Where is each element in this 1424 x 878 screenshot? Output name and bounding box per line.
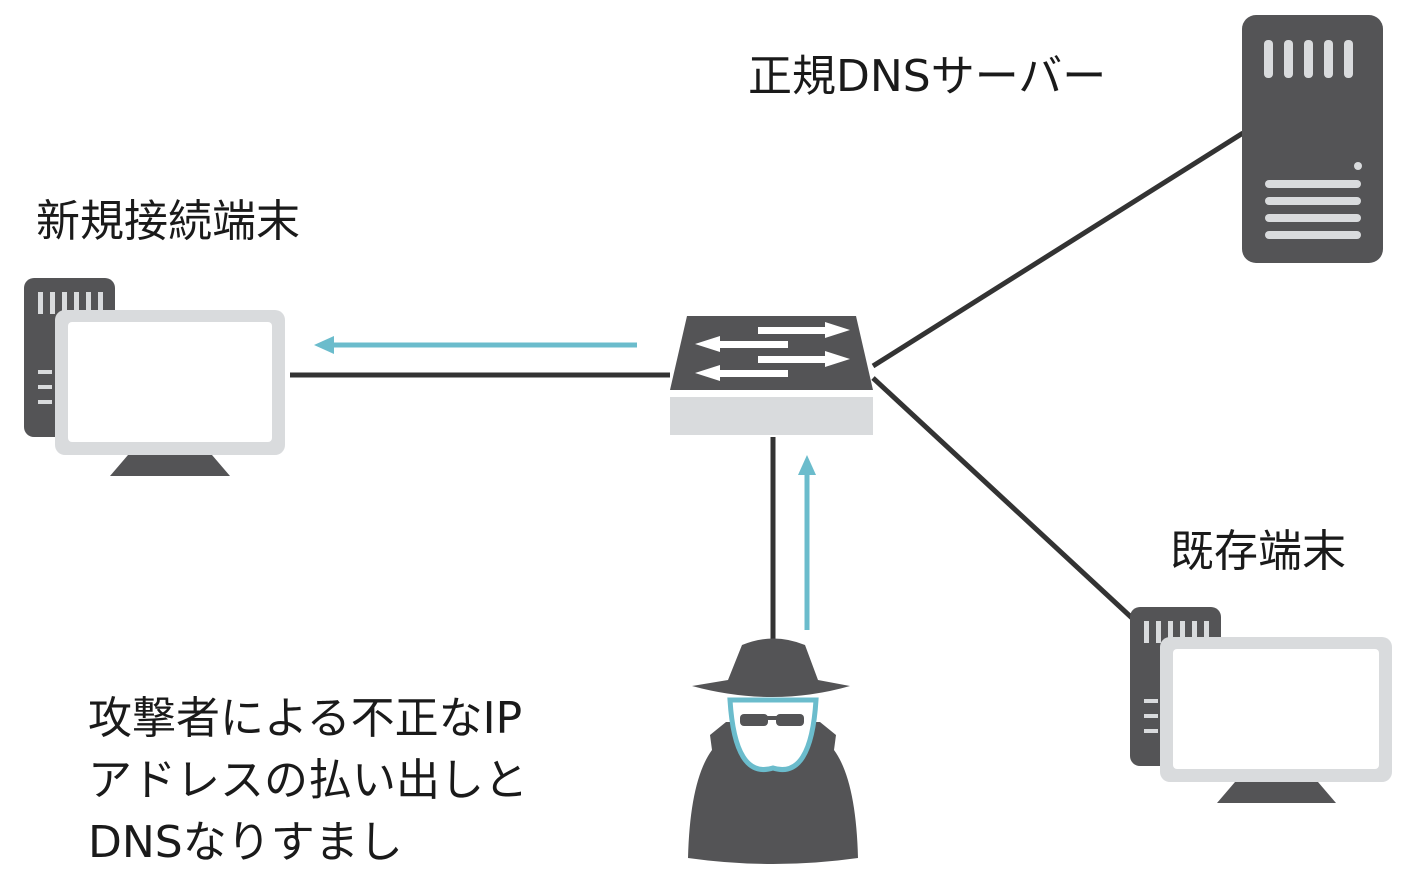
network-switch-icon xyxy=(670,316,873,435)
link-dns-server xyxy=(871,130,1245,369)
connections xyxy=(290,130,1245,640)
attacker-spy-icon xyxy=(688,638,858,864)
attacker-description: 攻撃者による不正なIP アドレスの払い出しと DNSなりすまし xyxy=(88,688,528,874)
arrow-to-new-terminal xyxy=(314,336,637,354)
link-existing-terminal xyxy=(871,376,1134,620)
attacker-description-line: 攻撃者による不正なIP xyxy=(88,693,523,744)
new-terminal-label: 新規接続端末 xyxy=(36,196,300,247)
existing-terminal-label: 既存端末 xyxy=(1170,526,1346,577)
attacker-description-line: アドレスの払い出しと xyxy=(88,755,528,806)
desktop-computer-icon xyxy=(24,278,285,476)
desktop-computer-icon xyxy=(1130,607,1392,803)
arrow-attacker-to-switch xyxy=(798,455,816,630)
server-icon xyxy=(1242,15,1383,263)
attacker-description-line: DNSなりすまし xyxy=(88,817,403,868)
dns-server-label: 正規DNSサーバー xyxy=(748,51,1107,102)
